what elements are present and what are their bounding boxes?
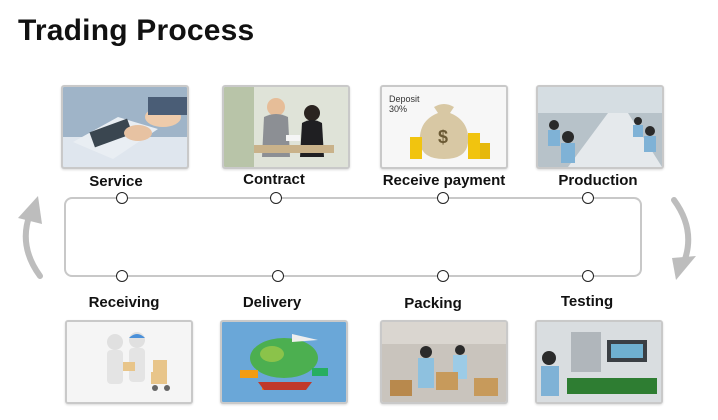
- receive-payment-image: Deposit 30% $: [380, 85, 508, 169]
- node-packing: [437, 270, 449, 282]
- testing-image: [535, 320, 663, 404]
- receiving-image: [65, 320, 193, 404]
- node-testing: [582, 270, 594, 282]
- svg-text:$: $: [438, 127, 448, 147]
- step-receive-payment-label: Receive payment: [382, 172, 506, 189]
- node-receive-payment: [437, 192, 449, 204]
- node-delivery: [272, 270, 284, 282]
- step-delivery-label: Delivery: [242, 294, 302, 311]
- step-contract-label: Contract: [243, 171, 305, 188]
- packing-image: [380, 320, 508, 404]
- process-track: [64, 197, 642, 277]
- step-receiving-label: Receiving: [88, 294, 160, 311]
- production-image: [536, 85, 664, 169]
- node-service: [116, 192, 128, 204]
- node-receiving: [116, 270, 128, 282]
- delivery-image: [220, 320, 348, 404]
- step-testing-label: Testing: [560, 293, 614, 310]
- step-production-label: Production: [558, 172, 638, 189]
- contract-image: [222, 85, 350, 169]
- step-service-label: Service: [89, 173, 143, 190]
- node-production: [582, 192, 594, 204]
- deposit-percent-text: 30%: [389, 104, 407, 114]
- service-image: [61, 85, 189, 169]
- node-contract: [270, 192, 282, 204]
- deposit-text: Deposit: [389, 94, 420, 104]
- page-title: Trading Process: [18, 14, 255, 47]
- right-curved-arrow-icon: [671, 197, 696, 280]
- step-packing-label: Packing: [404, 295, 462, 312]
- left-curved-arrow-icon: [18, 196, 43, 279]
